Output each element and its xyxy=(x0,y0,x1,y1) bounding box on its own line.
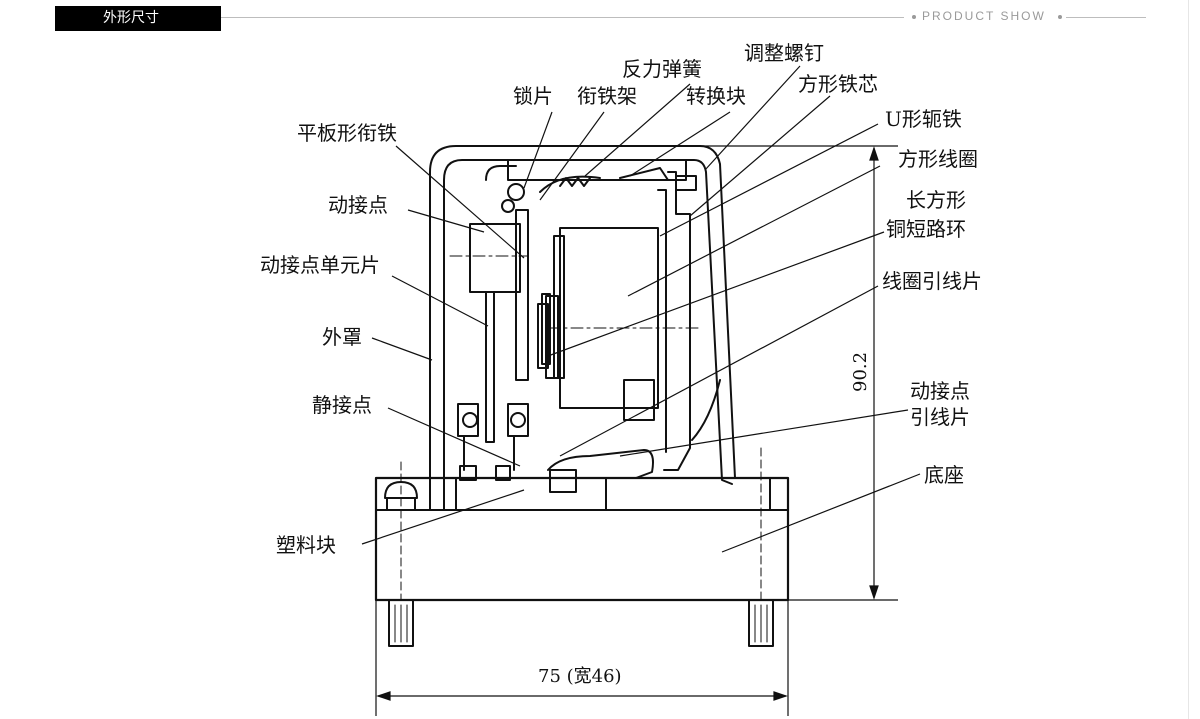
moving-contact-block xyxy=(469,223,521,293)
label-square-core: 方形铁芯 xyxy=(798,72,878,96)
page-right-border xyxy=(1188,0,1189,719)
label-outer-cover: 外罩 xyxy=(322,325,362,349)
label-flat-armature: 平板形衔铁 xyxy=(297,121,397,145)
label-moving-contact-2: 动接点 xyxy=(910,379,970,403)
label-adjusting-screw: 调整螺钉 xyxy=(744,41,824,65)
section-title-tab: 外形尺寸 xyxy=(55,6,221,31)
square-core xyxy=(545,295,559,379)
base-block xyxy=(374,476,790,602)
u-yoke xyxy=(663,171,691,471)
label-armature-frame: 衔铁架 xyxy=(577,84,637,108)
header-divider-right xyxy=(1066,17,1146,18)
label-locking-piece: 锁片 xyxy=(513,84,553,108)
dimension-width: 75 (宽46) xyxy=(538,666,622,687)
label-base: 底座 xyxy=(924,463,964,487)
dimension-height: 90.2 xyxy=(850,352,871,392)
section-title: 外形尺寸 xyxy=(103,10,159,26)
label-u-yoke: U形轭铁 xyxy=(885,107,962,131)
label-rectangular: 长方形 xyxy=(906,188,966,212)
section-caption: PRODUCT SHOW xyxy=(922,9,1046,23)
outer-cover-inner xyxy=(443,159,733,511)
label-coil-lead-piece: 线圈引线片 xyxy=(882,269,982,293)
armature-frame xyxy=(507,159,687,181)
label-copper-short-ring: 铜短路环 xyxy=(886,217,966,241)
flat-armature xyxy=(515,209,529,381)
label-square-coil: 方形线圈 xyxy=(898,147,978,171)
square-coil xyxy=(559,227,659,409)
label-lead-piece: 引线片 xyxy=(910,405,970,429)
coil-lead xyxy=(547,449,654,479)
moving-contact-strip xyxy=(485,291,495,443)
label-moving-contact-unit: 动接点单元片 xyxy=(260,253,380,277)
plastic-block xyxy=(455,477,607,511)
label-static-contact: 静接点 xyxy=(312,393,372,417)
label-moving-contact: 动接点 xyxy=(328,193,388,217)
header-dot-right xyxy=(1058,15,1062,19)
label-reaction-spring: 反力弹簧 xyxy=(622,57,702,81)
header-divider-left xyxy=(221,17,904,18)
label-plastic-block: 塑料块 xyxy=(276,533,336,557)
label-conversion-block: 转换块 xyxy=(686,84,746,108)
header-dot-left xyxy=(912,15,916,19)
